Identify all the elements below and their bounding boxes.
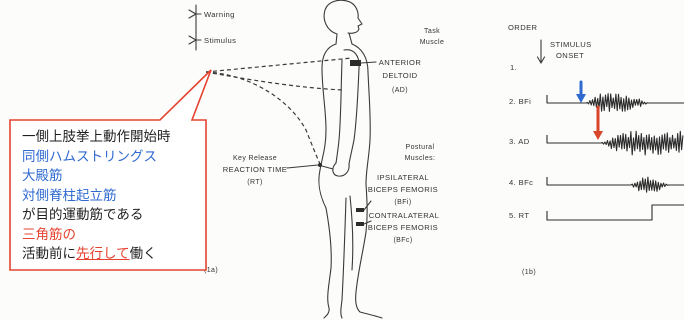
- warning-stimulus-indicator: [189, 5, 201, 50]
- trace-bfc: [547, 177, 684, 192]
- key-release-line1: Key Release: [233, 155, 277, 162]
- trace-ad: [547, 131, 683, 155]
- head-outline: [324, 0, 362, 34]
- contralateral-line1: CONTRALATERAL: [369, 211, 439, 220]
- ipsilateral-line1: IPSILATERAL: [377, 173, 429, 182]
- callout-line-3: 大殿筋: [22, 168, 63, 184]
- callout-line-7-start: 活動前に: [22, 246, 76, 262]
- order-heading: ORDER: [508, 23, 538, 32]
- stimulus-onset-line1: STIMULUS: [550, 40, 592, 49]
- stimulus-label: Stimulus: [204, 36, 236, 45]
- key-switch-dot: [318, 163, 322, 167]
- ad-onset-arrow: [593, 107, 603, 140]
- trace-bfi: [547, 94, 684, 112]
- key-release-pointer-line: [287, 165, 318, 168]
- key-switch: [322, 166, 333, 169]
- anterior-deltoid-line2: DELTOID: [382, 71, 417, 80]
- callout-line-1: 一側上肢挙上動作開始時: [22, 129, 171, 145]
- anterior-deltoid-line1: ANTERIOR: [379, 58, 422, 67]
- dashed-line-shoulder: [206, 58, 352, 72]
- callout-line-2: 同側ハムストリングス: [22, 149, 157, 165]
- callout-line-6: 三角筋の: [22, 227, 76, 243]
- callout-line-5: が目的運動筋である: [22, 207, 143, 223]
- arm-outline: [336, 50, 359, 164]
- hand-outline: [333, 163, 349, 176]
- callout-text: 一側上肢挙上動作開始時 同側ハムストリングス 大殿筋 対側脊柱起立筋 が目的運動…: [22, 128, 202, 265]
- callout-line-7-end: 働く: [130, 246, 157, 262]
- order-row-2-label: 2. BFi: [509, 97, 531, 106]
- dashed-line-key: [206, 72, 320, 164]
- callout-line: 大殿筋: [22, 167, 202, 187]
- contralateral-line2: BICEPS FEMORIS: [368, 223, 438, 232]
- callout-line-7-emphasis: 先行して: [76, 246, 130, 262]
- panel-label-1b: (1b): [522, 269, 536, 276]
- order-row-3-label: 3. AD: [509, 137, 530, 146]
- callout-line: 同側ハムストリングス: [22, 148, 202, 168]
- order-row-1-label: 1.: [510, 63, 517, 72]
- bfi-electrode: [356, 208, 364, 212]
- callout-line: 活動前に先行して働く: [22, 245, 202, 265]
- callout-line: 一側上肢挙上動作開始時: [22, 128, 202, 148]
- task-muscle-heading-line1: Task: [424, 28, 440, 35]
- ad-pointer-line: [361, 62, 376, 63]
- contralateral-abbr: (BFc): [393, 237, 412, 244]
- ad-electrode: [350, 60, 361, 66]
- bfi-onset-arrow: [576, 82, 586, 103]
- key-release-line2: REACTION TIME: [223, 165, 288, 174]
- stimulus-onset-line2: ONSET: [556, 51, 584, 60]
- key-release-abbr: (RT): [247, 179, 262, 186]
- task-muscle-heading-line2: Muscle: [420, 39, 445, 46]
- order-row-5-label: 5. RT: [509, 211, 529, 220]
- bfc-electrode: [356, 222, 364, 226]
- emg-traces: [547, 94, 684, 193]
- callout-line: 対側脊柱起立筋: [22, 187, 202, 207]
- callout-line: が目的運動筋である: [22, 206, 202, 226]
- back-outline: [319, 44, 336, 318]
- human-figure: [318, 0, 382, 318]
- postural-heading-line2: Muscles:: [405, 155, 436, 162]
- postural-heading-line1: Postural: [406, 144, 435, 151]
- callout-line-4: 対側脊柱起立筋: [22, 188, 117, 204]
- callout-line: 三角筋の: [22, 226, 202, 246]
- warning-label: Warning: [204, 10, 235, 19]
- ipsilateral-line2: BICEPS FEMORIS: [368, 185, 438, 194]
- order-row-4-label: 4. BFc: [509, 178, 533, 187]
- stimulus-onset-arrow: [538, 40, 545, 63]
- inner-leg-outline: [341, 196, 353, 318]
- trace-rt: [547, 205, 684, 220]
- anterior-deltoid-abbr: (AD): [392, 87, 408, 94]
- ipsilateral-abbr: (BFi): [394, 199, 411, 206]
- neck-outline: [336, 33, 352, 44]
